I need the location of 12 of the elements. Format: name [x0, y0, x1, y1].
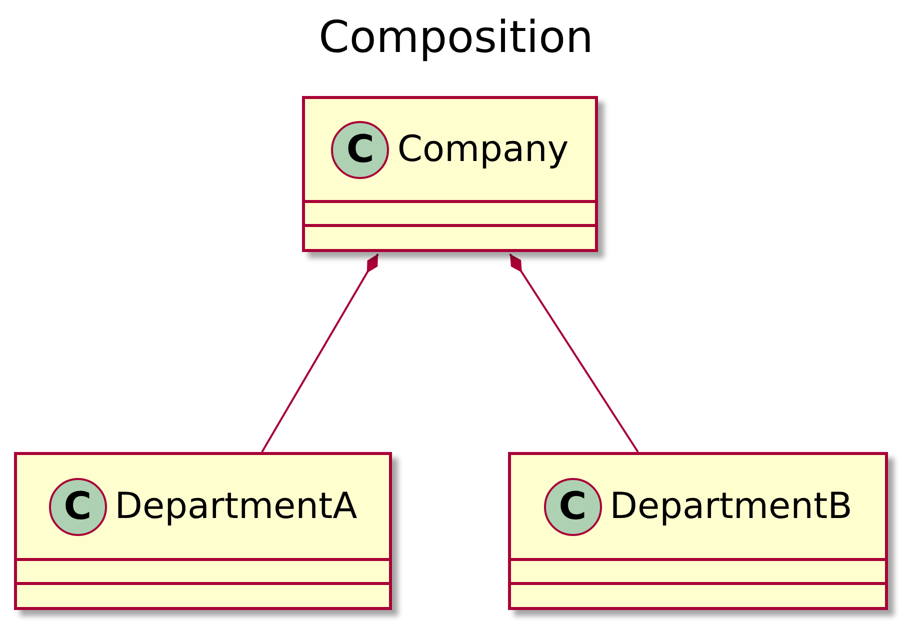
class-stereotype-icon: C — [331, 120, 390, 178]
class-name: DepartmentB — [610, 485, 852, 529]
diagram-title: Composition — [318, 11, 594, 65]
composition-connector — [261, 254, 379, 452]
class-box — [302, 96, 598, 252]
composition-connector — [509, 253, 639, 453]
class-stereotype-icon: C — [48, 478, 107, 536]
class-name: Company — [397, 128, 569, 172]
class-name: DepartmentA — [114, 485, 358, 529]
class-stereotype-icon: C — [544, 478, 602, 536]
class-box — [14, 452, 392, 610]
class-box — [508, 452, 888, 610]
